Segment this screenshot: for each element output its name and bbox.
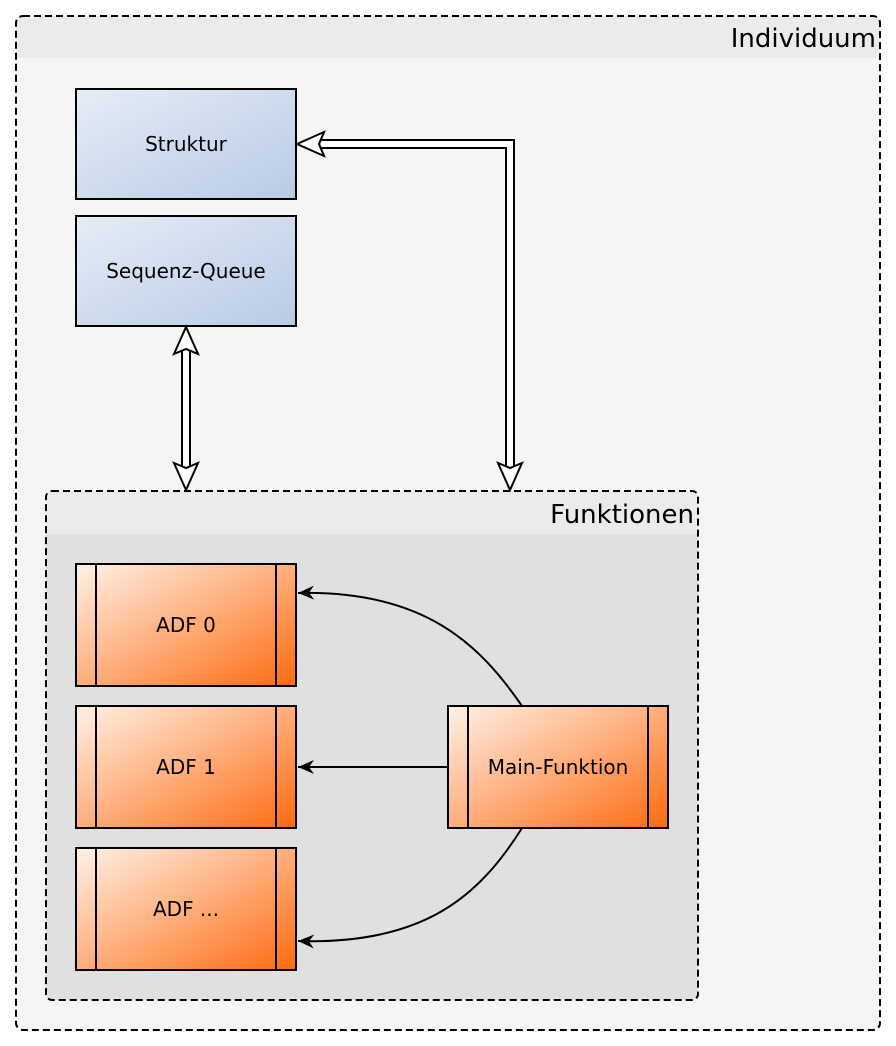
node-main-funktion: Main-Funktion [447, 705, 669, 829]
node-label-main-funktion: Main-Funktion [488, 755, 629, 779]
container-title-funktionen: Funktionen [550, 500, 694, 530]
node-label-sequenz-queue: Sequenz-Queue [106, 259, 266, 283]
node-adf-0: ADF 0 [75, 563, 297, 687]
edge-main-to-adf-more [297, 827, 523, 949]
node-label-adf-0: ADF 0 [156, 613, 216, 637]
node-label-struktur: Struktur [145, 132, 228, 156]
node-label-adf-more: ADF ... [153, 897, 219, 921]
container-title-individuum: Individuum [731, 24, 876, 54]
node-adf-1: ADF 1 [75, 705, 297, 829]
node-struktur: Struktur [75, 88, 297, 200]
node-sequenz-queue: Sequenz-Queue [75, 215, 297, 327]
edge-struktur-funktionen [294, 130, 524, 493]
node-adf-more: ADF ... [75, 847, 297, 971]
edge-main-to-adf-0 [297, 585, 523, 707]
node-label-adf-1: ADF 1 [156, 755, 216, 779]
edge-sequenz-funktionen [172, 324, 200, 493]
